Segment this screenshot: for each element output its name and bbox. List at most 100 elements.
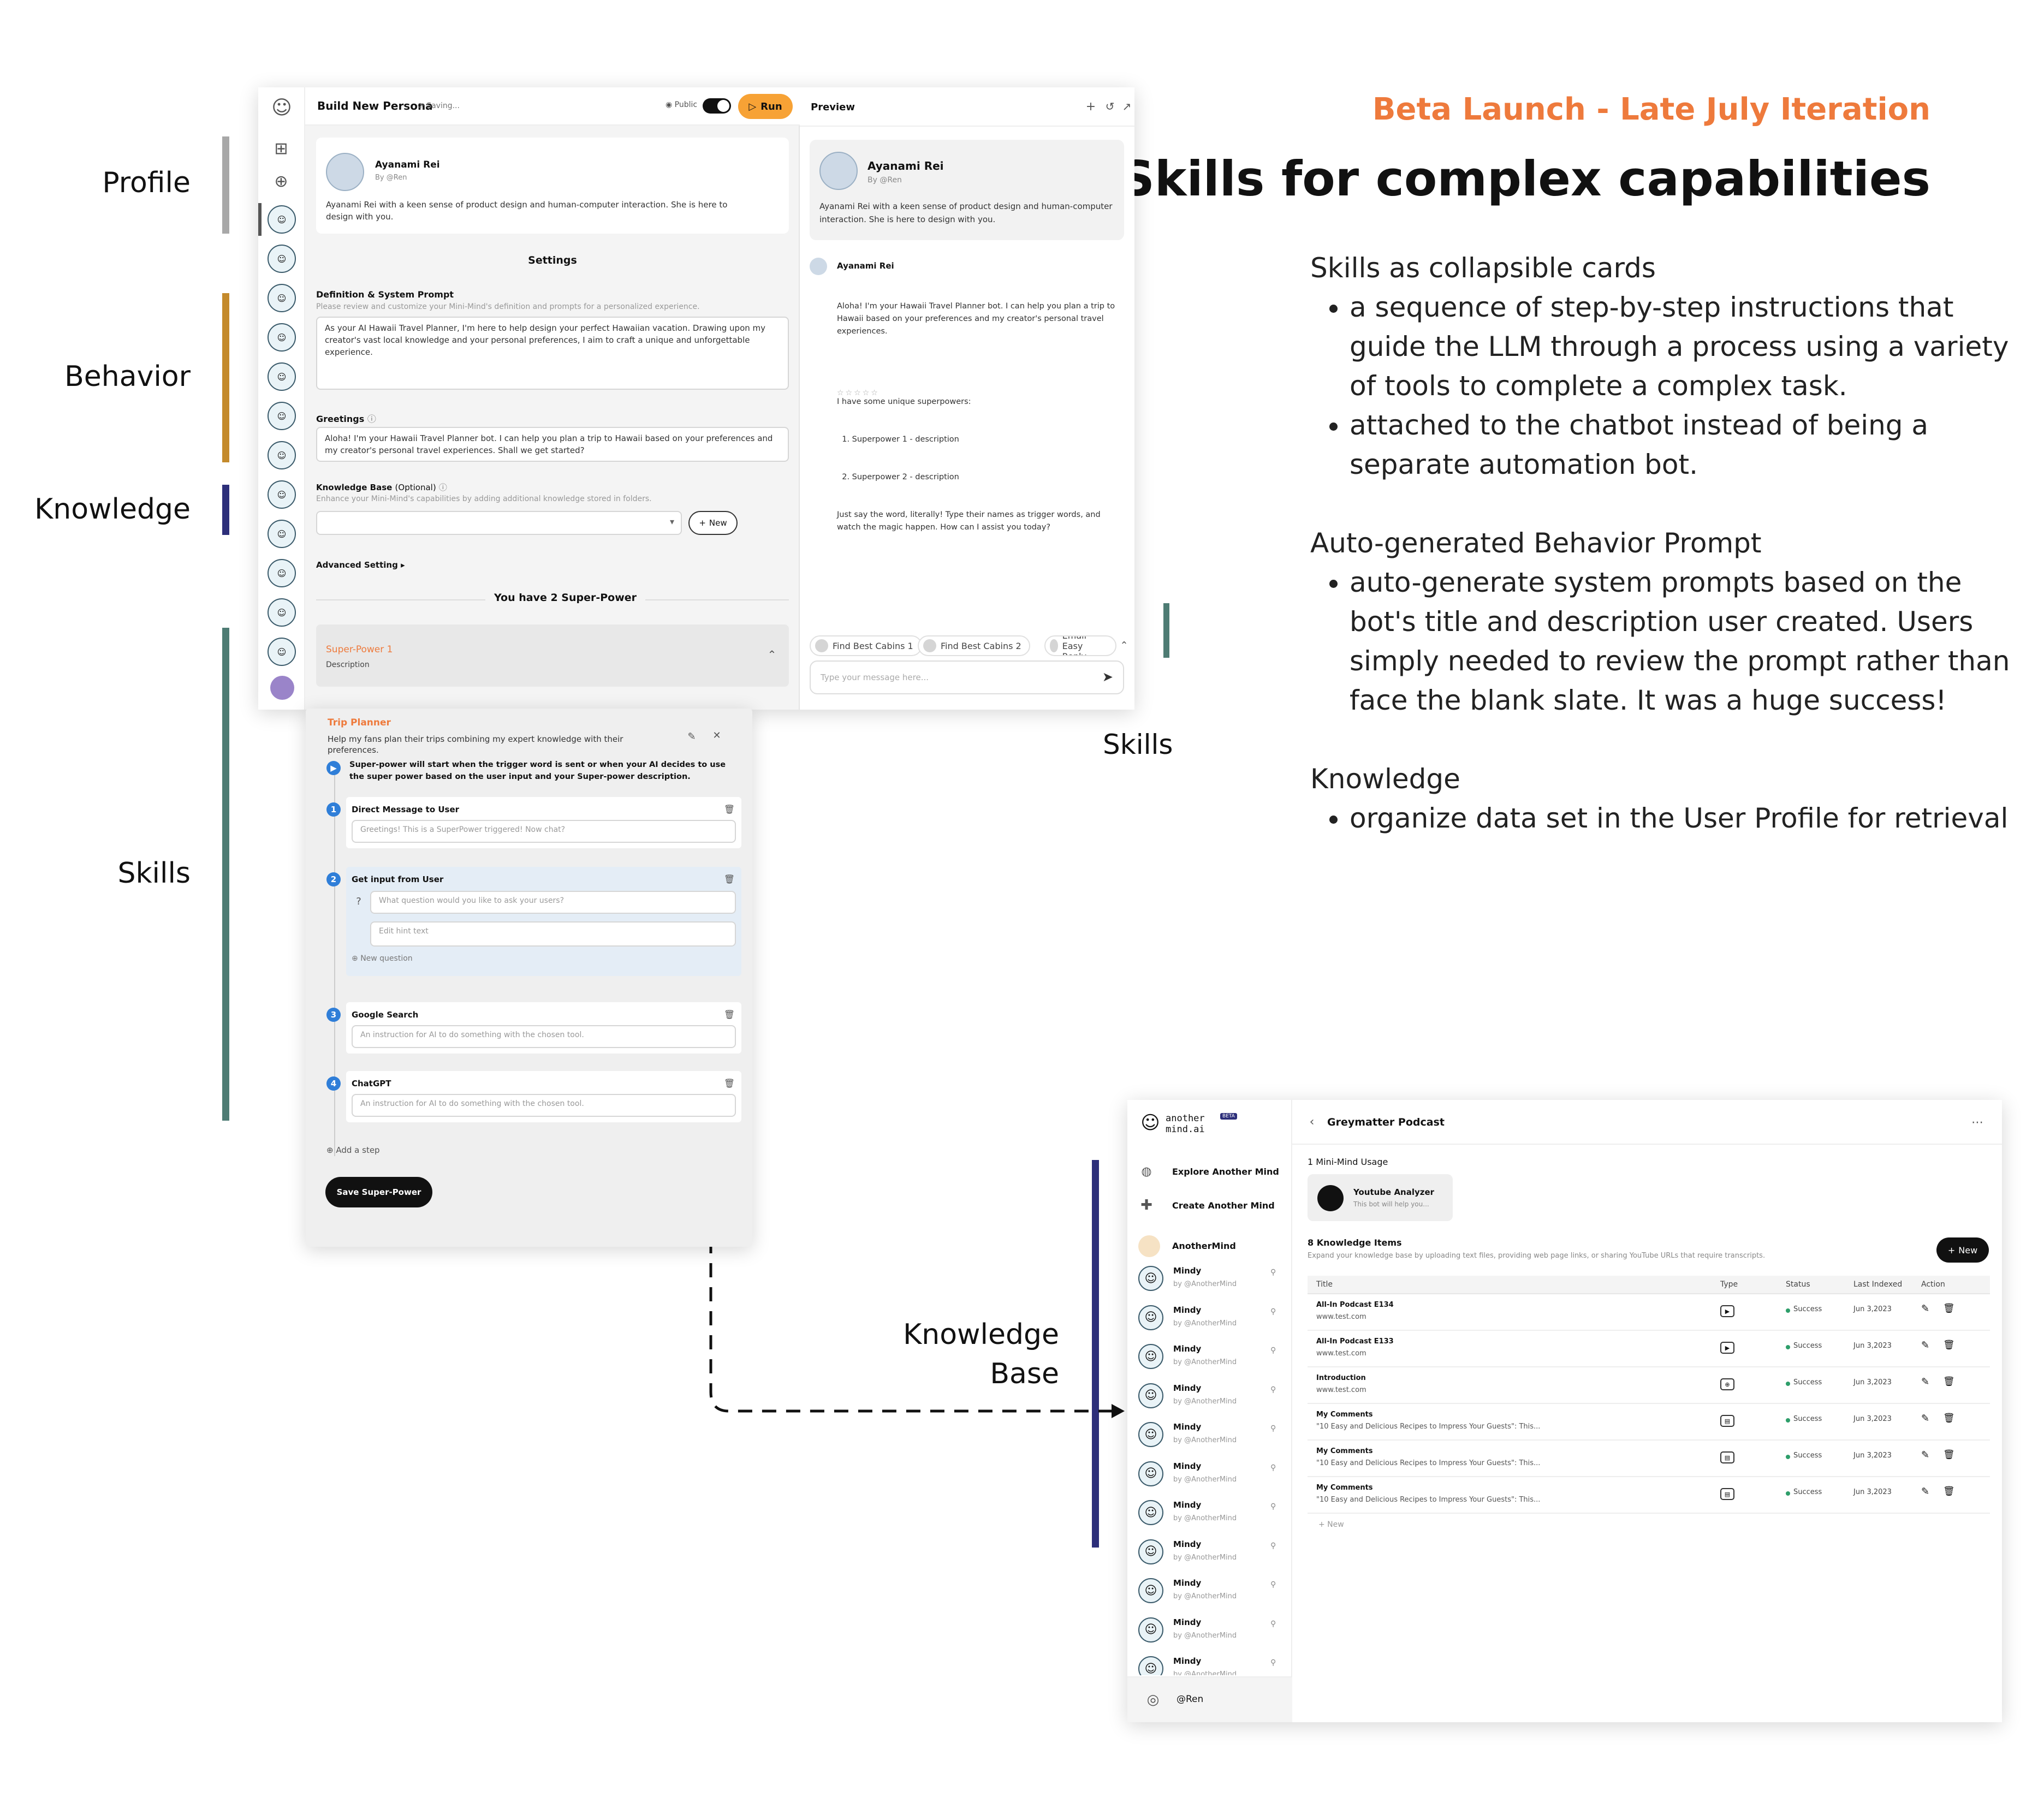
edit-icon[interactable]: ✎ (1921, 1340, 1930, 1351)
trash-icon[interactable]: 🗑 (1943, 1413, 1955, 1424)
persona-avatar[interactable]: ☺ (268, 520, 296, 548)
plus-icon[interactable]: + (1085, 99, 1096, 114)
chips-collapse-icon[interactable]: ⌃ (1120, 639, 1128, 651)
history-icon[interactable]: ↺ (1105, 100, 1115, 113)
pin-icon[interactable]: ⚲ (1270, 1580, 1276, 1589)
persona-avatar[interactable]: ☺ (268, 284, 296, 312)
edit-icon[interactable]: ✎ (687, 730, 696, 742)
edit-icon[interactable]: ✎ (1921, 1413, 1930, 1424)
table-row[interactable]: My Comments"10 Easy and Delicious Recipe… (1308, 1441, 1990, 1477)
public-toggle[interactable]: ◉ Public (666, 100, 698, 109)
question-input[interactable]: What question would you like to ask your… (370, 891, 736, 914)
step-input[interactable]: Greetings! This is a SuperPower triggere… (352, 820, 736, 843)
chat-input[interactable]: Type your message here... ➤ (810, 660, 1124, 694)
persona-avatar[interactable]: ☺ (268, 598, 296, 627)
superpower-card-collapsed[interactable]: Super-Power 1 Description ⌃ (316, 624, 789, 687)
step-input[interactable]: An instruction for AI to do something wi… (352, 1094, 736, 1117)
back-icon[interactable]: ‹ (1309, 1115, 1315, 1129)
grid-add-icon[interactable]: ⊞ (274, 139, 288, 158)
step-input[interactable]: An instruction for AI to do something wi… (352, 1025, 736, 1048)
pin-icon[interactable]: ⚲ (1270, 1463, 1276, 1472)
trash-icon[interactable]: 🗑 (1943, 1303, 1955, 1314)
trash-icon[interactable]: 🗑 (723, 1078, 735, 1088)
add-step-button[interactable]: ⊕ Add a step (326, 1145, 380, 1155)
expand-icon[interactable]: ⌃ (767, 648, 777, 661)
hint-input[interactable]: Edit hint text (370, 921, 736, 947)
create-nav[interactable]: ✚ Create Another Mind (1127, 1188, 1291, 1228)
kb-new-button[interactable]: +New (1936, 1237, 1989, 1263)
more-icon[interactable]: ⋯ (1971, 1115, 1983, 1129)
persona-avatar[interactable]: ☺ (268, 441, 296, 469)
public-switch[interactable] (703, 98, 731, 114)
user-avatar[interactable] (270, 676, 294, 700)
persona-avatar[interactable]: ☺ (268, 402, 296, 430)
trash-icon[interactable]: 🗑 (1943, 1449, 1955, 1460)
save-superpower-button[interactable]: Save Super-Power (325, 1177, 432, 1207)
profile-card[interactable]: Ayanami Rei By @Ren Ayanami Rei with a k… (316, 138, 789, 234)
trash-icon[interactable]: 🗑 (723, 804, 735, 814)
trash-icon[interactable]: 🗑 (723, 873, 735, 884)
pin-icon[interactable]: ⚲ (1270, 1268, 1276, 1277)
kb-new-button[interactable]: +New (688, 511, 738, 535)
persona-avatar[interactable]: ☺ (268, 323, 296, 352)
send-icon[interactable]: ➤ (1102, 669, 1113, 685)
advanced-setting[interactable]: Advanced Setting ▸ (316, 560, 405, 570)
pin-icon[interactable]: ⚲ (1270, 1307, 1276, 1316)
persona-avatar[interactable]: ☺ (268, 480, 296, 509)
edit-icon[interactable]: ✎ (1921, 1376, 1930, 1388)
anothermind-nav[interactable]: AnotherMind (1127, 1227, 1291, 1266)
kb-user[interactable]: ◎ @Ren (1127, 1676, 1292, 1722)
suggestion-chip[interactable]: Find Best Cabins 2 (918, 635, 1030, 656)
share-icon[interactable]: ↗ (1122, 100, 1132, 113)
pin-icon[interactable]: ⚲ (1270, 1502, 1276, 1511)
trash-icon[interactable]: 🗑 (1943, 1340, 1955, 1350)
trash-icon[interactable]: 🗑 (723, 1009, 735, 1020)
pin-icon[interactable]: ⚲ (1270, 1346, 1276, 1355)
kb-select[interactable]: ▾ (316, 511, 682, 535)
add-new-row[interactable]: + New (1318, 1520, 1344, 1529)
pin-icon[interactable]: ⚲ (1270, 1541, 1276, 1550)
persona-avatar[interactable]: ☺ (268, 362, 296, 391)
pin-icon[interactable]: ⚲ (1270, 1424, 1276, 1433)
pin-icon[interactable]: ⚲ (1270, 1619, 1276, 1628)
edit-icon[interactable]: ✎ (1921, 1449, 1930, 1461)
rating-stars[interactable]: ☆☆☆☆☆ (837, 389, 880, 397)
suggestion-chip[interactable]: Find Best Cabins 1 (810, 635, 922, 656)
explore-nav[interactable]: ◍ Explore Another Mind (1127, 1155, 1291, 1194)
persona-avatar[interactable]: ☺ (268, 245, 296, 273)
edit-icon[interactable]: ✎ (1921, 1303, 1930, 1314)
pin-icon[interactable]: ⚲ (1270, 1385, 1276, 1394)
app-logo-icon[interactable]: ☺ (271, 96, 292, 119)
trash-icon[interactable]: 🗑 (1943, 1376, 1955, 1387)
definition-textarea[interactable]: As your AI Hawaii Travel Planner, I'm he… (316, 317, 789, 390)
plus-circle-icon[interactable]: ⊕ (274, 171, 288, 191)
table-row[interactable]: My Comments"10 Easy and Delicious Recipe… (1308, 1404, 1990, 1441)
pin-icon[interactable]: ⚲ (1270, 1658, 1276, 1667)
table-row[interactable]: My Comments"10 Easy and Delicious Recipe… (1308, 1477, 1990, 1514)
persona-avatar[interactable]: ☺ (268, 638, 296, 666)
trash-icon[interactable]: 🗑 (1943, 1486, 1955, 1497)
run-button[interactable]: ▷Run (738, 94, 793, 119)
greetings-input[interactable]: Aloha! I'm your Hawaii Travel Planner bo… (316, 427, 789, 462)
usage-card[interactable]: Youtube Analyzer This bot will help you.… (1308, 1174, 1453, 1221)
persona-avatar[interactable]: ☺ (268, 205, 296, 234)
suggestion-chip[interactable]: Email Easy Reply (1044, 635, 1116, 656)
collapse-icon[interactable]: ✕ (712, 729, 721, 741)
edit-icon[interactable]: ✎ (1921, 1486, 1930, 1497)
new-question-button[interactable]: ⊕ New question (352, 954, 413, 963)
persona-avatar[interactable]: ☺ (268, 559, 296, 587)
